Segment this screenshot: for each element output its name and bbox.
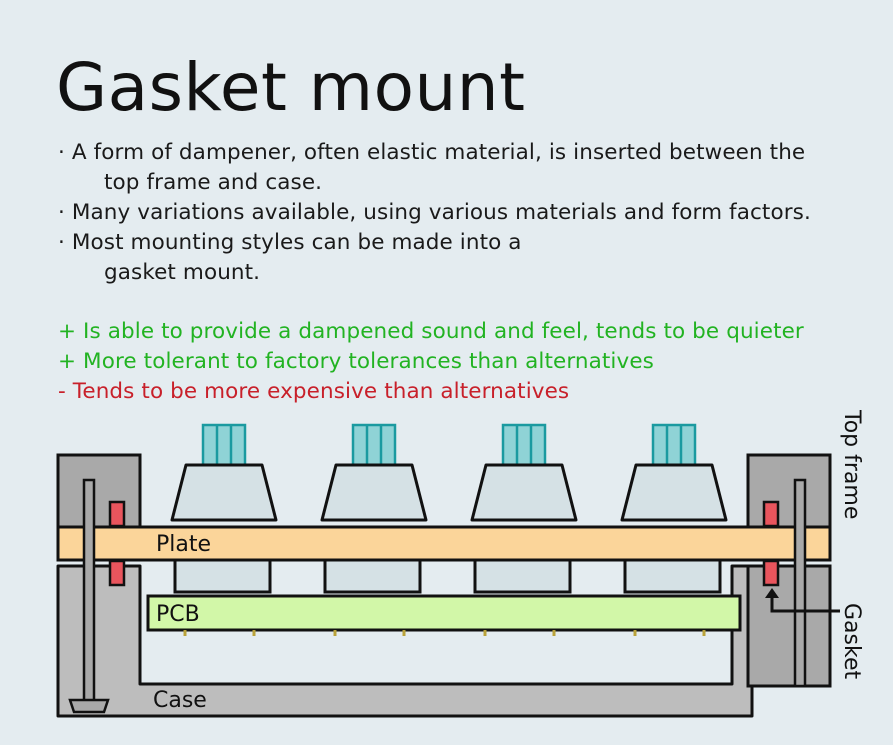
- pro-item: + Is able to provide a dampened sound an…: [58, 319, 804, 344]
- con-item: - Tends to be more expensive than altern…: [58, 379, 570, 404]
- page-title: Gasket mount: [56, 49, 526, 126]
- switches: [170, 423, 728, 594]
- description-list: · A form of dampener, often elastic mate…: [58, 138, 888, 288]
- switch: [620, 423, 728, 594]
- gaskets: [108, 500, 780, 587]
- bullet-item: · Most mounting styles can be made into …: [58, 228, 888, 288]
- gasket-arrow: [770, 596, 840, 613]
- pro-item: + More tolerant to factory tolerances th…: [58, 349, 654, 374]
- bullet-continuation: gasket mount.: [104, 260, 261, 285]
- bullet-text: · Many variations available, using vario…: [58, 200, 811, 225]
- bullet-item: · A form of dampener, often elastic mate…: [58, 138, 888, 198]
- top-frame-right: [746, 453, 832, 529]
- pcb-pins: [183, 630, 706, 636]
- screws: [68, 478, 807, 714]
- bullet-text: · Most mounting styles can be made into …: [58, 230, 522, 255]
- pcb-label: PCB: [156, 602, 200, 627]
- bullet-text: · A form of dampener, often elastic mate…: [58, 140, 806, 165]
- case-right-wall: [746, 564, 832, 688]
- case-shape: [56, 564, 754, 718]
- gasket-label: Gasket: [839, 603, 864, 679]
- pros-cons-list: + Is able to provide a dampened sound an…: [58, 317, 804, 407]
- bullet-continuation: top frame and case.: [104, 170, 323, 195]
- switch: [170, 423, 278, 594]
- gasket-arrowhead: [765, 588, 779, 598]
- switch: [320, 423, 428, 594]
- plate-layer: [56, 525, 832, 562]
- bullet-item: · Many variations available, using vario…: [58, 198, 888, 228]
- top-frame-label: Top frame: [839, 409, 864, 519]
- switch: [470, 423, 578, 594]
- plate-label: Plate: [156, 532, 211, 557]
- case-label: Case: [153, 688, 207, 713]
- pcb-layer: [146, 594, 742, 632]
- top-frame-left: [56, 453, 142, 529]
